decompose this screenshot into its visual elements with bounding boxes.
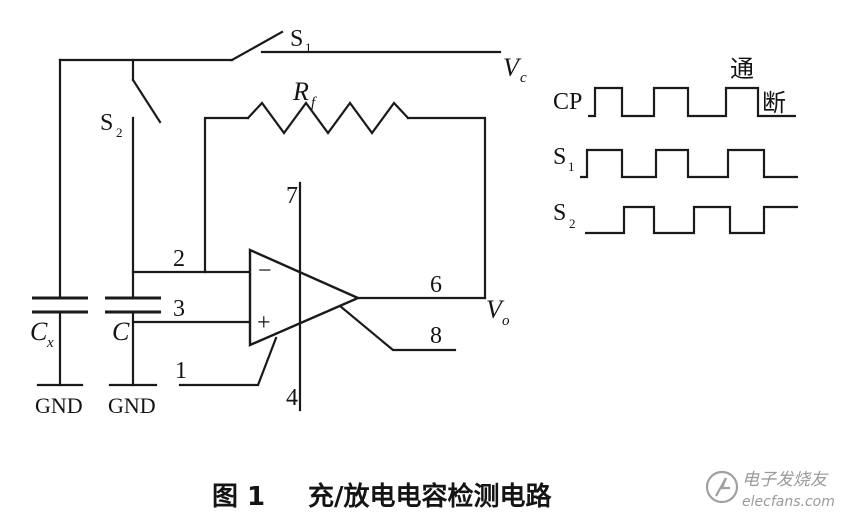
pin1-wire (178, 336, 278, 387)
watermark-logo-icon (705, 470, 739, 504)
pin8-label: 8 (430, 323, 442, 349)
off-label: 断 (762, 89, 786, 117)
timing-diagram: CP 通 断 S 1 S 2 (553, 55, 798, 235)
pin6-label: 6 (430, 272, 442, 298)
cp-waveform (588, 86, 796, 118)
cx-subscript: x (46, 335, 54, 351)
op-amp (178, 181, 487, 412)
rf-right-wire (406, 116, 487, 300)
cx-label: C (30, 317, 48, 346)
pin1-label: 1 (175, 358, 187, 384)
plus-label: + (257, 310, 271, 336)
s2-timing-subscript: 2 (569, 216, 576, 231)
gnd-left-label: GND (35, 393, 83, 418)
pin3-label: 3 (173, 296, 185, 322)
vo-subscript: o (502, 313, 510, 329)
s2-switch-blade (131, 78, 162, 124)
caption-number: 图 1 (212, 482, 265, 512)
cx-branch (32, 30, 502, 387)
s2-timing-label: S (553, 200, 566, 226)
rf-label: R (292, 77, 309, 106)
vc-label: V (503, 53, 522, 82)
watermark-domain: elecfans.com (742, 494, 835, 510)
pin8-wire (338, 304, 457, 352)
s2-label: S (100, 110, 113, 136)
watermark-text: 电子发烧友 (742, 470, 829, 490)
figure-caption: 图 1 充/放电电容检测电路 (212, 481, 552, 512)
rf-subscript: f (311, 95, 317, 111)
op-amp-triangle (248, 248, 361, 347)
circuit-labels: S 1 V c S 2 R f 7 2 3 − + 6 V o 8 1 4 C … (30, 26, 527, 418)
vc-subscript: c (520, 70, 527, 86)
cp-label: CP (553, 89, 582, 115)
vo-label: V (486, 295, 505, 324)
s1-timing-subscript: 1 (568, 159, 575, 174)
rf-left-wire (203, 116, 250, 274)
c-label: C (112, 317, 130, 346)
on-label: 通 (730, 55, 754, 83)
minus-label: − (258, 258, 272, 284)
watermark-bolt-icon (715, 477, 730, 497)
rf-zigzag (246, 101, 410, 135)
pin2-label: 2 (173, 246, 185, 272)
watermark: 电子发烧友 elecfans.com (705, 470, 835, 510)
pin7-label: 7 (286, 183, 298, 209)
s2-subscript: 2 (116, 125, 123, 140)
s2-waveform (585, 205, 798, 235)
feedback-resistor (203, 101, 487, 300)
s1-waveform (580, 148, 798, 179)
s1-subscript: 1 (305, 40, 312, 55)
caption-title: 充/放电电容检测电路 (308, 481, 552, 512)
pin4-label: 4 (286, 385, 298, 411)
s1-timing-label: S (553, 144, 566, 170)
s1-switch-blade (230, 30, 284, 62)
c-branch (105, 58, 252, 387)
s1-label: S (290, 26, 303, 52)
gnd-right-label: GND (108, 393, 156, 418)
